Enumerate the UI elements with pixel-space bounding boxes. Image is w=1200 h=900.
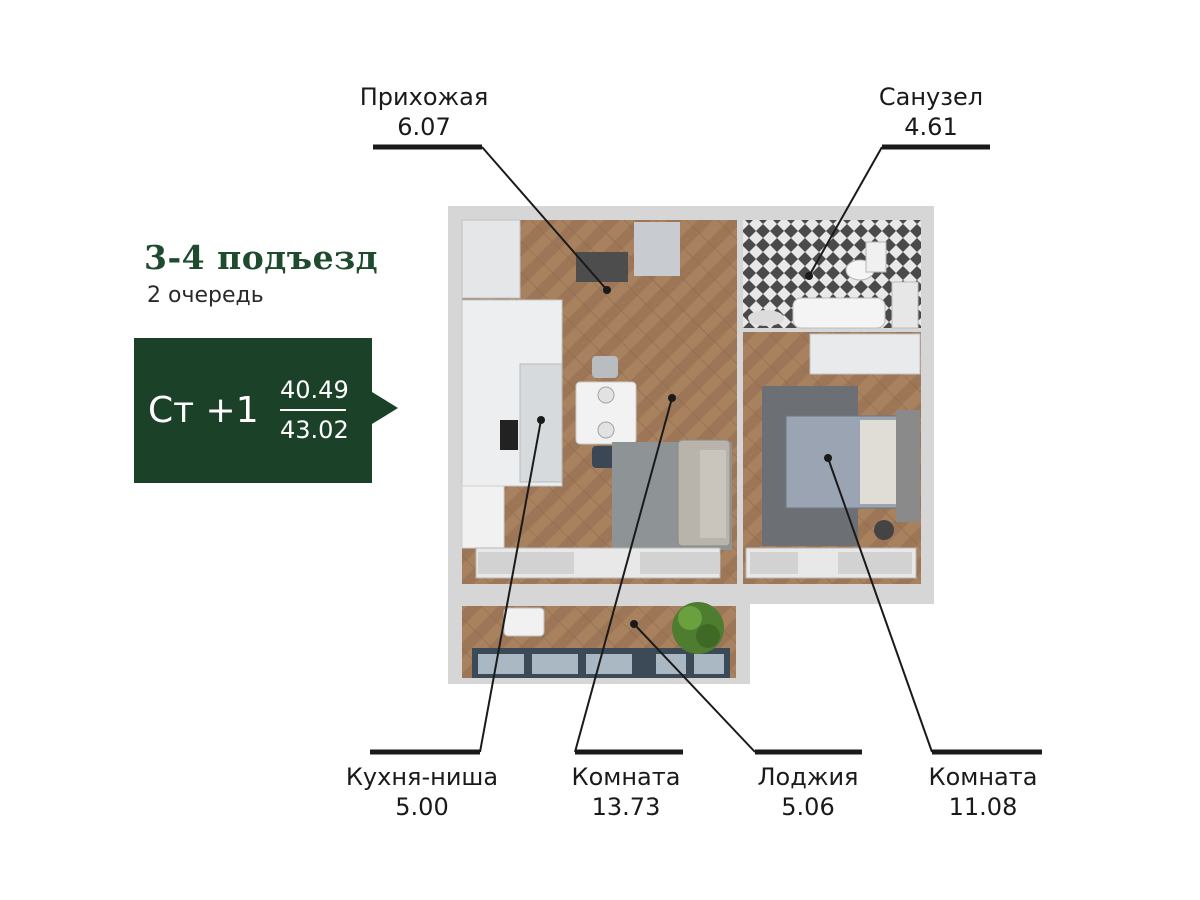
entrance-title: 3-4 подъезд [144,238,379,277]
loggia-area [462,602,736,678]
room-label-bedroom: Комната 11.08 [914,762,1052,822]
room-area: 5.00 [395,793,449,821]
leader-lines [370,144,1042,755]
living-area: 40.49 [280,376,349,404]
room-name: Санузел [878,83,984,111]
room-label-living-room: Комната 13.73 [558,762,694,822]
apartment-type-badge: Ст +1 40.49 43.02 [134,338,372,483]
room-label-loggia: Лоджия 5.06 [742,762,874,822]
queue-label: 2 очередь [147,283,264,308]
room-area: 5.06 [781,793,835,821]
room-label-kitchen-niche: Кухня-ниша 5.00 [334,762,510,822]
room-area: 13.73 [591,793,661,821]
room-name: Прихожая [359,83,489,111]
leader-dots [537,272,832,628]
inner-wall [737,220,743,584]
room-area: 11.08 [948,793,1018,821]
room-label-hallway: Прихожая 6.07 [352,82,496,142]
room-name: Кухня-ниша [345,763,499,791]
apartment-type: Ст +1 [148,390,259,431]
total-area: 43.02 [280,416,349,444]
room-name: Комната [571,763,681,791]
room-name: Лоджия [757,763,859,791]
badge-pointer-icon [372,392,398,424]
main-room-area [461,219,737,584]
area-divider [280,409,346,411]
room-label-bathroom: Санузел 4.61 [866,82,996,142]
room-name: Комната [928,763,1038,791]
room-area: 6.07 [397,113,451,141]
bathroom-area [743,220,921,329]
room-area: 4.61 [904,113,958,141]
